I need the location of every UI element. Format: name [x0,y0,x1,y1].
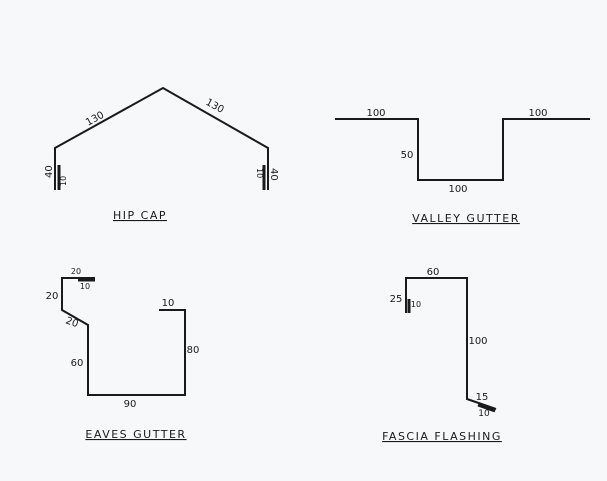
fascia-flashing-outline [405,277,497,410]
fascia-flashing-drip-hem [477,403,496,413]
fascia-flashing-back-leg-label: 25 [390,294,403,305]
eaves-gutter-profile: 20 10 20 20 60 90 80 10 EAVES GUTTER [46,267,200,441]
hip-cap-title: HIP CAP [113,209,167,222]
eaves-gutter-top-label: 20 [71,267,81,276]
eaves-gutter-hem-label: 10 [80,282,90,291]
valley-gutter-base-label: 100 [448,184,467,195]
eaves-gutter-title: EAVES GUTTER [85,428,186,441]
fascia-flashing-title: FASCIA FLASHING [382,430,502,443]
hip-cap-left-leg-label: 40 [44,165,55,178]
fascia-flashing-back-hem-label: 10 [411,300,421,309]
hip-cap-right-hem-label: 10 [255,168,264,178]
valley-gutter-depth-label: 50 [401,150,414,161]
eaves-gutter-front-lip-label: 10 [162,298,175,309]
hip-cap-profile: 130 130 40 10 10 40 HIP CAP [44,86,279,222]
fascia-flashing-profile: 60 25 10 100 15 10 FASCIA FLASHING [382,267,502,443]
eaves-gutter-front-label: 80 [187,345,200,356]
fascia-flashing-top-label: 60 [427,267,440,278]
eaves-gutter-offset-label: 20 [64,315,80,330]
valley-gutter-outline [335,118,590,181]
eaves-gutter-outline [61,277,186,396]
fascia-flashing-drip-hem-label: 10 [478,409,490,419]
hip-cap-right-leg-label: 40 [268,168,279,181]
valley-gutter-right-flange-label: 100 [528,108,547,119]
fascia-flashing-face-label: 100 [468,336,487,347]
eaves-gutter-base-label: 90 [124,399,137,410]
hip-cap-left-hem-label: 10 [59,176,68,186]
eaves-gutter-back-label: 60 [71,358,84,369]
eaves-gutter-back-upper-label: 20 [46,291,59,302]
hip-cap-outline [54,86,269,190]
fascia-flashing-drip-label: 15 [476,392,489,403]
valley-gutter-title: VALLEY GUTTER [412,212,520,225]
valley-gutter-left-flange-label: 100 [366,108,385,119]
valley-gutter-profile: 100 50 100 100 VALLEY GUTTER [335,108,590,225]
